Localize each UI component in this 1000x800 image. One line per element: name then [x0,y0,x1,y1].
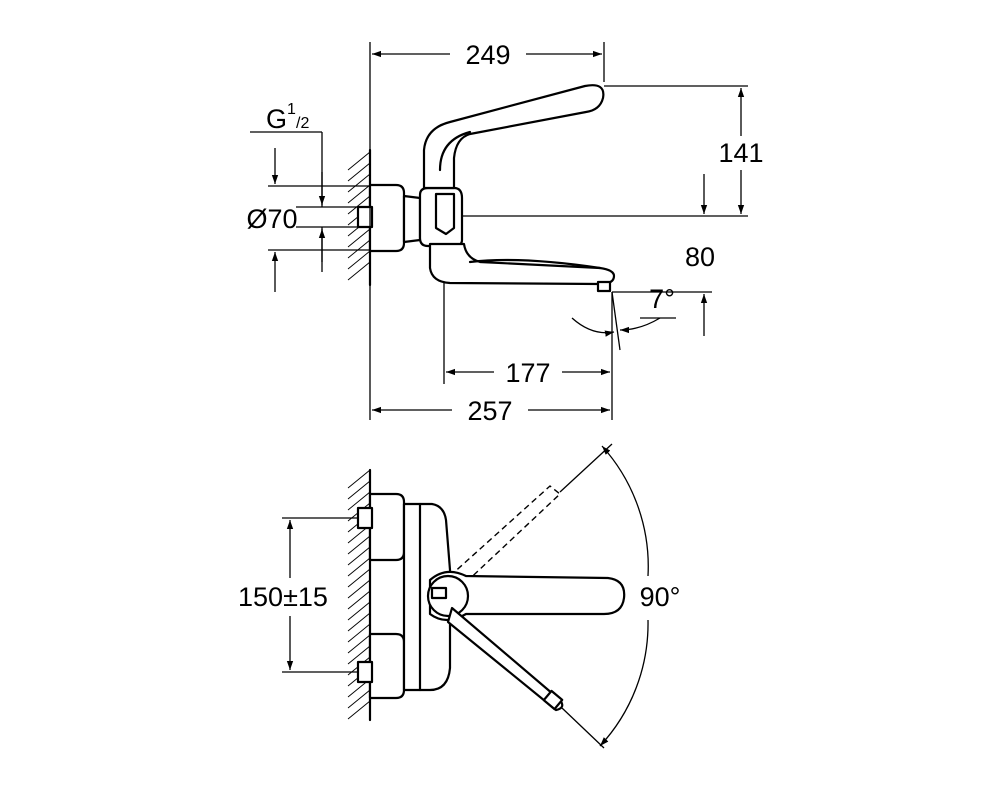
wall-hatch-line [347,645,371,665]
wall-connector-lower [368,632,406,700]
dimension-angle-90: 90° [640,582,681,612]
wall-hatch-line [347,689,371,709]
dimension-249: 249 [465,40,510,70]
wall-connector-side [368,183,406,253]
wall-hatch-line [347,700,371,720]
wall-hatch-line [347,623,371,643]
dimension-141: 141 [718,138,763,168]
aerator-side [596,280,612,293]
coupling-nut-side [402,194,422,244]
wall-hatch-line [347,579,371,599]
dimension-177: 177 [505,358,550,388]
thread-stub-lower [356,660,374,684]
top-view: 150±15 90° [238,443,681,749]
wall-hatch-line [347,184,371,204]
wall-hatch-line [347,469,371,489]
wall-hatch-line [347,601,371,621]
spout-top [446,606,564,712]
wall-hatch-line [347,261,371,281]
dimension-257: 257 [467,396,512,426]
wall-connector-upper [368,492,406,562]
dimension-150: 150±15 [238,582,328,612]
dimension-80: 80 [685,242,715,272]
dimension-angle-7: 7° [649,284,675,314]
thread-stub-side [356,205,374,229]
lever-handle-side [422,84,605,190]
wall-hatch-line [347,535,371,555]
thread-size-label: G [266,104,287,134]
wall-hatch-line [347,557,371,577]
wall-hatch-line [347,162,371,182]
wall-hatch-line [347,228,371,248]
side-view: 249 141 80 G 1 /2 Ø70 7° 177 2 [246,40,763,426]
wall-hatch-line [347,612,371,632]
thread-size-superscript: 1 [287,101,296,118]
wall-hatch-line [347,195,371,215]
thread-size-subscript: /2 [296,115,309,132]
dimension-diameter-70: Ø70 [246,204,297,234]
thread-stub-upper [356,506,374,530]
wall-hatch-line [347,239,371,259]
wall-hatch-line [347,250,371,270]
spout-swivel-position [449,485,562,587]
wall-hatch-line [347,480,371,500]
spout-side [428,242,616,286]
wall-hatch-line [347,634,371,654]
wall-hatch-line [347,173,371,193]
wall-hatch-line [347,590,371,610]
wall-hatch-line [347,151,371,171]
wall-hatch-line [347,568,371,588]
mixer-body-side [418,186,464,248]
wall-hatch-line [347,546,371,566]
wall-hatch-line [347,491,371,511]
